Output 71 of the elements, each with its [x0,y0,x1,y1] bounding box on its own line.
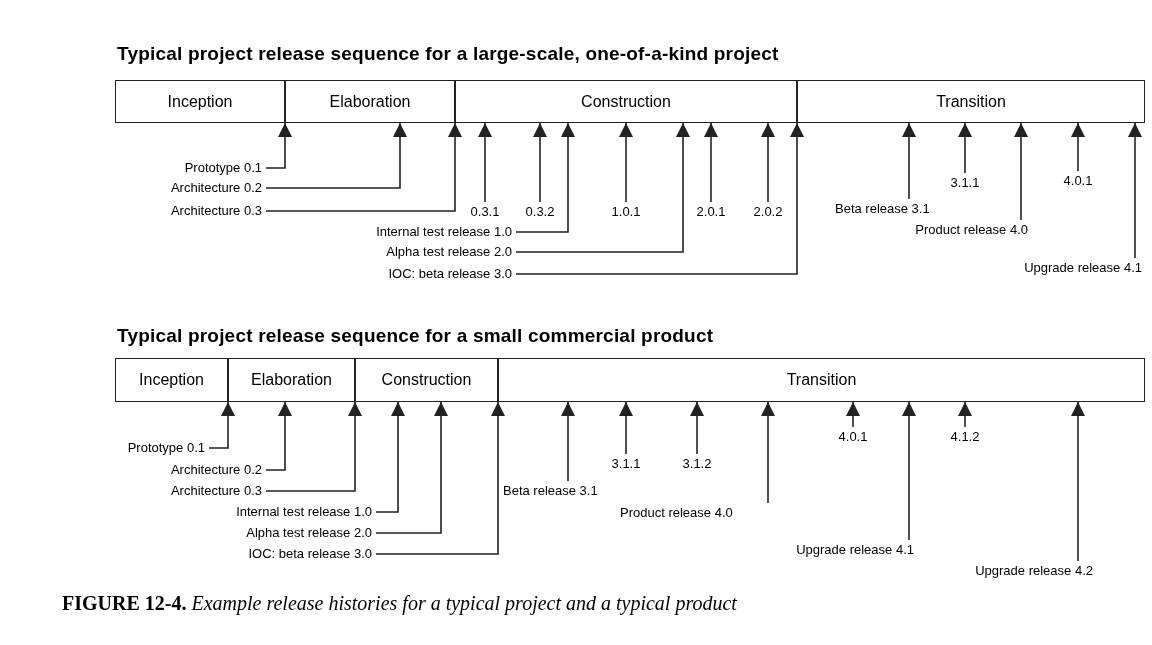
leader-arrow [515,122,690,253]
section-heading: Typical project release sequence for a small commercial product [117,324,714,348]
milestone-label: Architecture 0.3 [170,203,262,219]
milestone-label: 4.0.1 [838,429,868,445]
arrow [619,401,633,455]
milestone-label: Upgrade release 4.1 [1024,260,1142,276]
milestone-label: Upgrade release 4.2 [975,563,1093,579]
leader-arrow [265,401,362,492]
milestone-label: 3.1.1 [950,175,980,191]
arrow [761,122,775,203]
arrow [1128,122,1142,259]
arrow [1014,122,1028,221]
arrow [902,401,916,541]
milestone-label: IOC: beta release 3.0 [388,266,512,282]
leader-arrow [265,401,292,471]
phase-box: Elaboration [285,80,455,123]
milestone-label: 0.3.2 [525,204,555,220]
milestone-label: Architecture 0.2 [170,180,262,196]
milestone-label: Beta release 3.1 [503,483,598,499]
arrow [533,122,547,203]
milestone-label: Upgrade release 4.1 [796,542,914,558]
milestone-label: Product release 4.0 [915,222,1028,238]
leader-arrow [515,122,804,275]
milestone-label: Beta release 3.1 [835,201,930,217]
milestone-label: Product release 4.0 [620,505,733,521]
milestone-label: Architecture 0.2 [170,462,262,478]
leader-arrow [208,401,235,449]
milestone-label: Internal test release 1.0 [236,504,372,520]
milestone-label: 3.1.2 [682,456,712,472]
milestone-label: IOC: beta release 3.0 [248,546,372,562]
milestone-label: Prototype 0.1 [127,440,205,456]
arrow [704,122,718,203]
milestone-label: 2.0.2 [753,204,783,220]
leader-arrow [265,122,407,189]
leader-arrow [375,401,505,555]
phase-box: Transition [498,358,1145,402]
phase-box: Construction [355,358,498,402]
milestone-label: Prototype 0.1 [184,160,262,176]
section-heading: Typical project release sequence for a large-scale, one-of-a-kind project [117,42,779,66]
arrow [478,122,492,203]
milestone-label: 4.1.2 [950,429,980,445]
arrow [619,122,633,203]
phase-box: Construction [455,80,797,123]
phase-box: Elaboration [228,358,355,402]
leader-arrow [375,401,448,534]
milestone-label: 0.3.1 [470,204,500,220]
leader-arrow [265,122,462,212]
milestone-label: Architecture 0.3 [170,483,262,499]
milestone-label: Internal test release 1.0 [376,224,512,240]
arrow [761,401,775,504]
leader-arrow [375,401,405,513]
phase-box: Inception [115,80,285,123]
leader-arrow [265,122,292,169]
arrow [1071,401,1085,562]
phase-box: Transition [797,80,1145,123]
arrow [846,401,860,428]
phase-box: Inception [115,358,228,402]
arrow [958,122,972,174]
arrow [958,401,972,428]
arrow [902,122,916,200]
figure-caption: FIGURE 12-4. Example release histories for a typical project and a typical product [62,591,737,617]
arrow [561,401,575,482]
milestone-label: 2.0.1 [696,204,726,220]
milestone-label: 4.0.1 [1063,173,1093,189]
leader-arrow [515,122,575,233]
arrow [690,401,704,455]
milestone-label: 3.1.1 [611,456,641,472]
milestone-label: 1.0.1 [611,204,641,220]
milestone-label: Alpha test release 2.0 [246,525,372,541]
arrow [1071,122,1085,172]
milestone-label: Alpha test release 2.0 [386,244,512,260]
